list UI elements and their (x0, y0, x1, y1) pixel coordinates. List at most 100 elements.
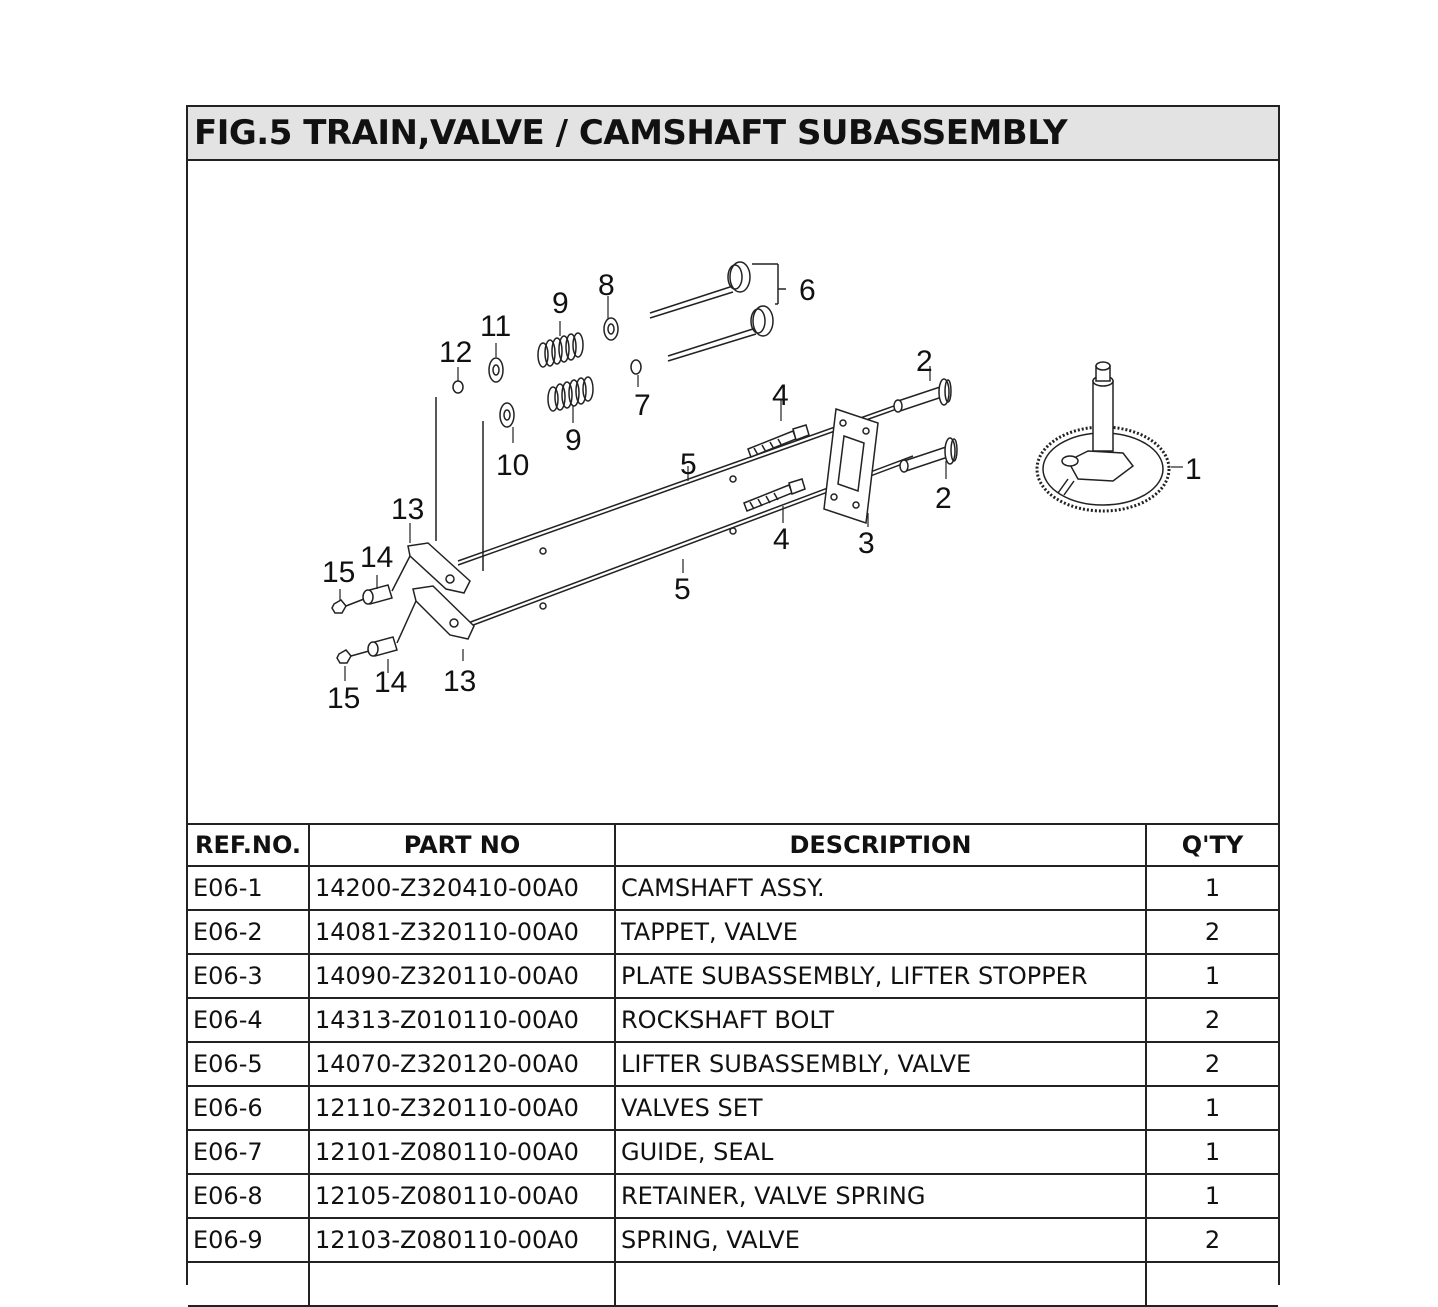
exploded-diagram: 1 2 2 3 4 4 5 5 6 7 8 9 9 10 11 12 13 13… (188, 161, 1278, 825)
callout-3: 3 (858, 527, 875, 560)
table-row: E06-7 12101-Z080110-00A0 GUIDE, SEAL 1 (188, 1129, 1278, 1175)
callout-15-upper: 15 (322, 556, 355, 589)
description: SPRING, VALVE (614, 1217, 1147, 1263)
part-no: 12105-Z080110-00A0 (308, 1173, 616, 1219)
qty: 1 (1145, 953, 1278, 999)
description: VALVES SET (614, 1085, 1147, 1131)
parts-table: REF.NO. PART NO DESCRIPTION Q'TY E06-1 1… (188, 825, 1278, 1307)
callout-1: 1 (1185, 453, 1202, 486)
adjust-nut-upper (331, 599, 347, 614)
part-no: 14200-Z320410-00A0 (308, 865, 616, 911)
retainer-upper (488, 357, 504, 383)
seal-guide (630, 359, 642, 375)
rocker-pivot-upper (362, 584, 393, 605)
ref-no: E06-2 (188, 909, 310, 955)
exploded-view-drawing: 1 2 2 3 4 4 5 5 6 7 8 9 9 10 11 12 13 13… (322, 261, 1202, 715)
qty: 1 (1145, 1173, 1278, 1219)
rocker-pivot-lower (367, 636, 398, 657)
part-no: 14090-Z320110-00A0 (308, 953, 616, 999)
table-row (188, 1261, 1278, 1307)
adjust-nut-lower (336, 649, 352, 664)
callout-2-lower: 2 (935, 482, 952, 515)
tappet-upper (893, 378, 952, 413)
qty: 1 (1145, 865, 1278, 911)
ref-no: E06-7 (188, 1129, 310, 1175)
ref-no: E06-3 (188, 953, 310, 999)
callout-11: 11 (480, 310, 511, 343)
callout-14-upper: 14 (360, 541, 393, 574)
retainer-lower (499, 402, 515, 428)
tappet-lower (899, 437, 958, 473)
description: RETAINER, VALVE SPRING (614, 1173, 1147, 1219)
ref-no: E06-9 (188, 1217, 310, 1263)
callout-14-lower: 14 (374, 666, 407, 699)
valve-spring-upper (537, 332, 584, 368)
callout-2-upper: 2 (916, 345, 933, 378)
description: GUIDE, SEAL (614, 1129, 1147, 1175)
rocker-arm-upper (407, 542, 471, 594)
part-no: 12103-Z080110-00A0 (308, 1217, 616, 1263)
ref-no (188, 1261, 310, 1307)
qty: 1 (1145, 1085, 1278, 1131)
table-row: E06-8 12105-Z080110-00A0 RETAINER, VALVE… (188, 1173, 1278, 1219)
parts-table-header: REF.NO. PART NO DESCRIPTION Q'TY (188, 825, 1278, 867)
qty (1145, 1261, 1278, 1307)
rocker-arm-lower (412, 585, 475, 640)
callout-8: 8 (598, 269, 615, 302)
callout-12: 12 (439, 336, 472, 369)
callout-10: 10 (496, 449, 529, 482)
description: TAPPET, VALVE (614, 909, 1147, 955)
qty: 2 (1145, 1217, 1278, 1263)
valve-spring-retainer (603, 317, 619, 341)
part-no: 14313-Z010110-00A0 (308, 997, 616, 1043)
lifter-stopper-plate (823, 407, 879, 525)
description: ROCKSHAFT BOLT (614, 997, 1147, 1043)
table-row: E06-1 14200-Z320410-00A0 CAMSHAFT ASSY. … (188, 865, 1278, 911)
part-no: 12110-Z320110-00A0 (308, 1085, 616, 1131)
figure-title: FIG.5 TRAIN,VALVE / CAMSHAFT SUBASSEMBLY (188, 107, 1278, 161)
callout-9-lower: 9 (565, 424, 582, 457)
ref-no: E06-4 (188, 997, 310, 1043)
callout-4-lower: 4 (773, 523, 790, 556)
valve-upper (649, 261, 751, 319)
valve-lower (667, 305, 774, 362)
ref-no: E06-8 (188, 1173, 310, 1219)
description: LIFTER SUBASSEMBLY, VALVE (614, 1041, 1147, 1087)
valve-spring-lower (547, 376, 594, 412)
part-no (308, 1261, 616, 1307)
table-row: E06-6 12110-Z320110-00A0 VALVES SET 1 (188, 1085, 1278, 1131)
header-ref-no: REF.NO. (188, 825, 310, 867)
ref-no: E06-1 (188, 865, 310, 911)
table-row: E06-4 14313-Z010110-00A0 ROCKSHAFT BOLT … (188, 997, 1278, 1043)
callout-13-upper: 13 (391, 493, 424, 526)
valve-cap (452, 380, 464, 394)
description: PLATE SUBASSEMBLY, LIFTER STOPPER (614, 953, 1147, 999)
ref-no: E06-5 (188, 1041, 310, 1087)
table-row: E06-9 12103-Z080110-00A0 SPRING, VALVE 2 (188, 1217, 1278, 1263)
callout-4-upper: 4 (772, 379, 789, 412)
description: CAMSHAFT ASSY. (614, 865, 1147, 911)
header-description: DESCRIPTION (614, 825, 1147, 867)
header-qty: Q'TY (1145, 825, 1278, 867)
description (614, 1261, 1147, 1307)
qty: 2 (1145, 1041, 1278, 1087)
part-no: 14081-Z320110-00A0 (308, 909, 616, 955)
callout-13-lower: 13 (443, 665, 476, 698)
part-no: 12101-Z080110-00A0 (308, 1129, 616, 1175)
qty: 2 (1145, 997, 1278, 1043)
qty: 1 (1145, 1129, 1278, 1175)
ref-no: E06-6 (188, 1085, 310, 1131)
callout-7: 7 (634, 389, 651, 422)
callout-5-upper: 5 (680, 448, 697, 481)
callout-6: 6 (799, 274, 816, 307)
camshaft-gear (1035, 361, 1171, 513)
part-no: 14070-Z320120-00A0 (308, 1041, 616, 1087)
header-part-no: PART NO (308, 825, 616, 867)
qty: 2 (1145, 909, 1278, 955)
parts-sheet: FIG.5 TRAIN,VALVE / CAMSHAFT SUBASSEMBLY (186, 105, 1280, 1307)
callout-9-upper: 9 (552, 287, 569, 320)
rockshaft-bolt-lower (743, 478, 806, 512)
table-row: E06-5 14070-Z320120-00A0 LIFTER SUBASSEM… (188, 1041, 1278, 1087)
callout-5-lower: 5 (674, 573, 691, 606)
table-row: E06-2 14081-Z320110-00A0 TAPPET, VALVE 2 (188, 909, 1278, 955)
